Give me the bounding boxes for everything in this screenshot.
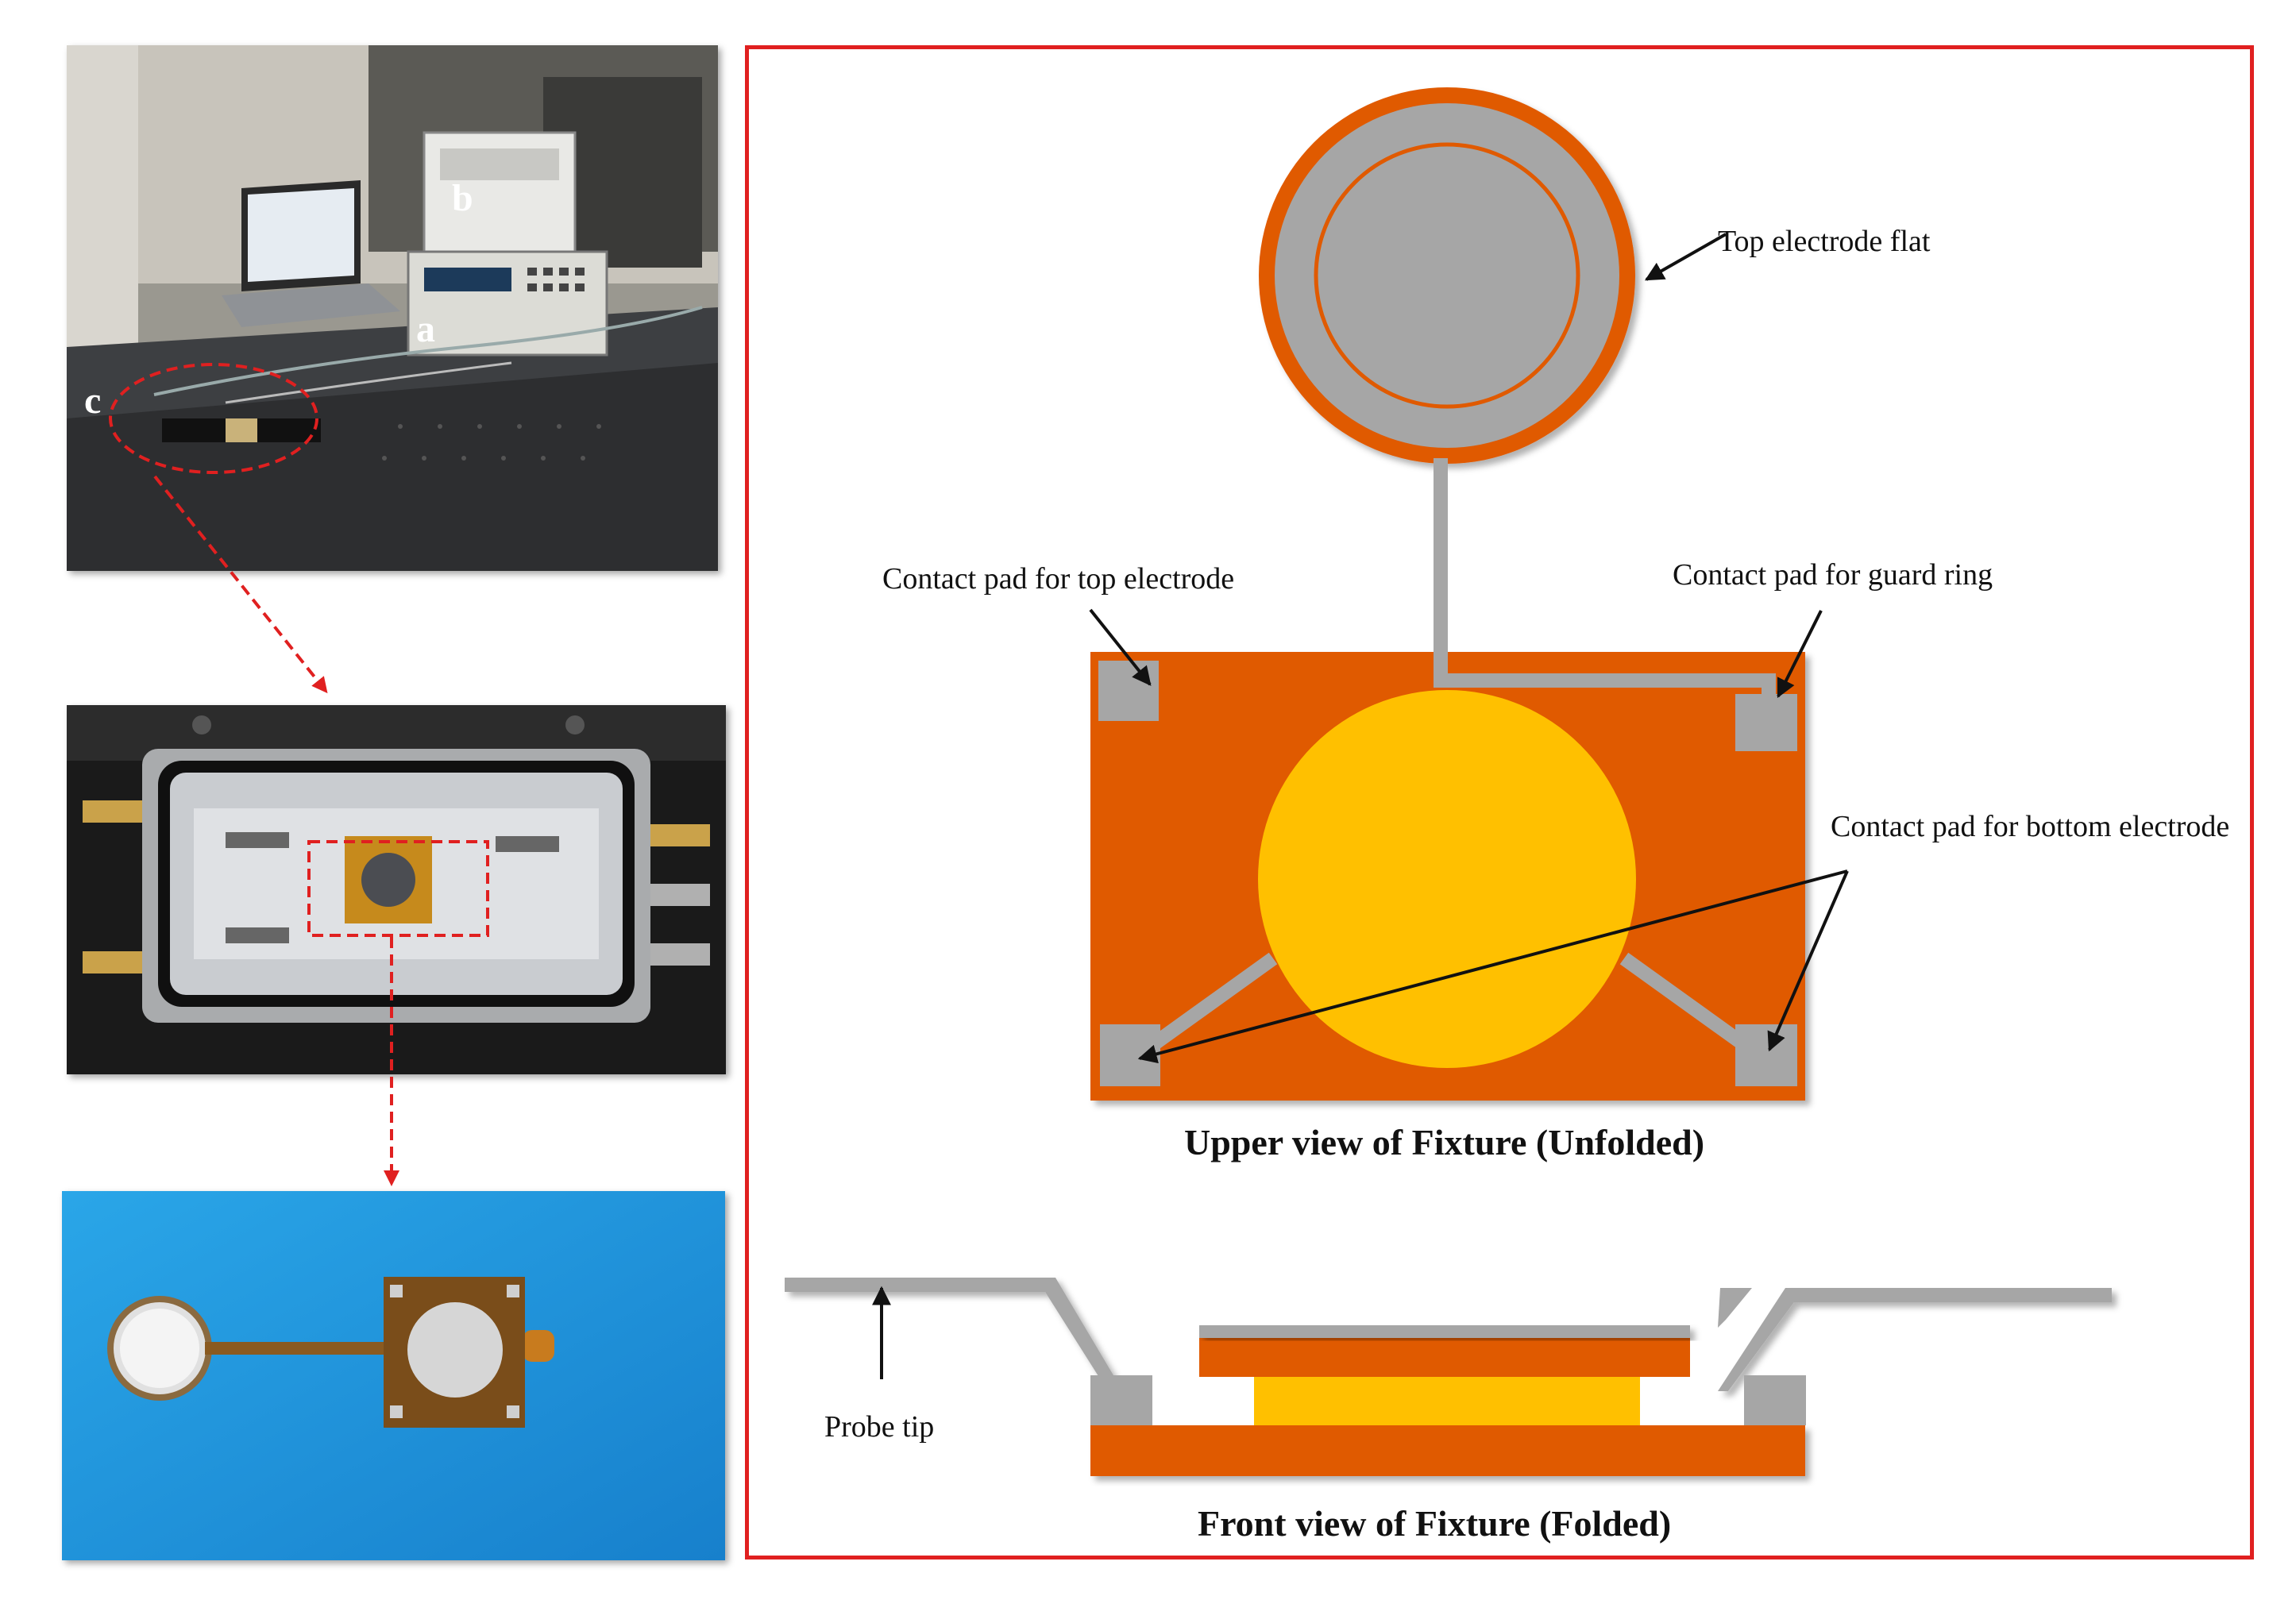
label-probe-tip: Probe tip [824, 1410, 935, 1444]
guard-ring-trace [1434, 458, 1776, 696]
caption-upper-view: Upper view of Fixture (Unfolded) [1184, 1122, 1705, 1162]
marker-c: c [84, 380, 102, 422]
base-board-folded [1090, 1425, 1805, 1476]
marker-a: a [416, 308, 435, 350]
probe-tip-right [1718, 1288, 1752, 1328]
probe-tip-left [785, 1278, 1118, 1391]
bottom-electrode-layer [1254, 1375, 1640, 1425]
caption-front-view: Front view of Fixture (Folded) [1198, 1503, 1672, 1544]
label-pad-guard-ring: Contact pad for guard ring [1673, 558, 1993, 592]
top-flat-gray-layer [1199, 1325, 1690, 1338]
fixture-diagram: Top electrode flat Contact pad for top e… [745, 45, 2254, 1560]
top-flat-layer [1199, 1337, 1690, 1377]
label-pad-bottom-electrode: Contact pad for bottom electrode [1831, 810, 2230, 843]
dashed-arrow-setup-to-box [153, 475, 328, 694]
top-electrode-flat [1259, 87, 1635, 464]
label-top-electrode-flat: Top electrode flat [1718, 225, 1931, 258]
label-pad-top-electrode: Contact pad for top electrode [882, 562, 1235, 596]
fixture-box-photo [67, 705, 726, 1074]
pad-top-electrode [1098, 661, 1159, 721]
setup-photo: b a c [67, 45, 718, 571]
sensor-photo [62, 1191, 725, 1560]
pad-bottom-right [1735, 1024, 1797, 1086]
bottom-electrode [1258, 690, 1636, 1068]
marker-b: b [452, 177, 473, 219]
pad-guard-ring [1735, 694, 1797, 751]
